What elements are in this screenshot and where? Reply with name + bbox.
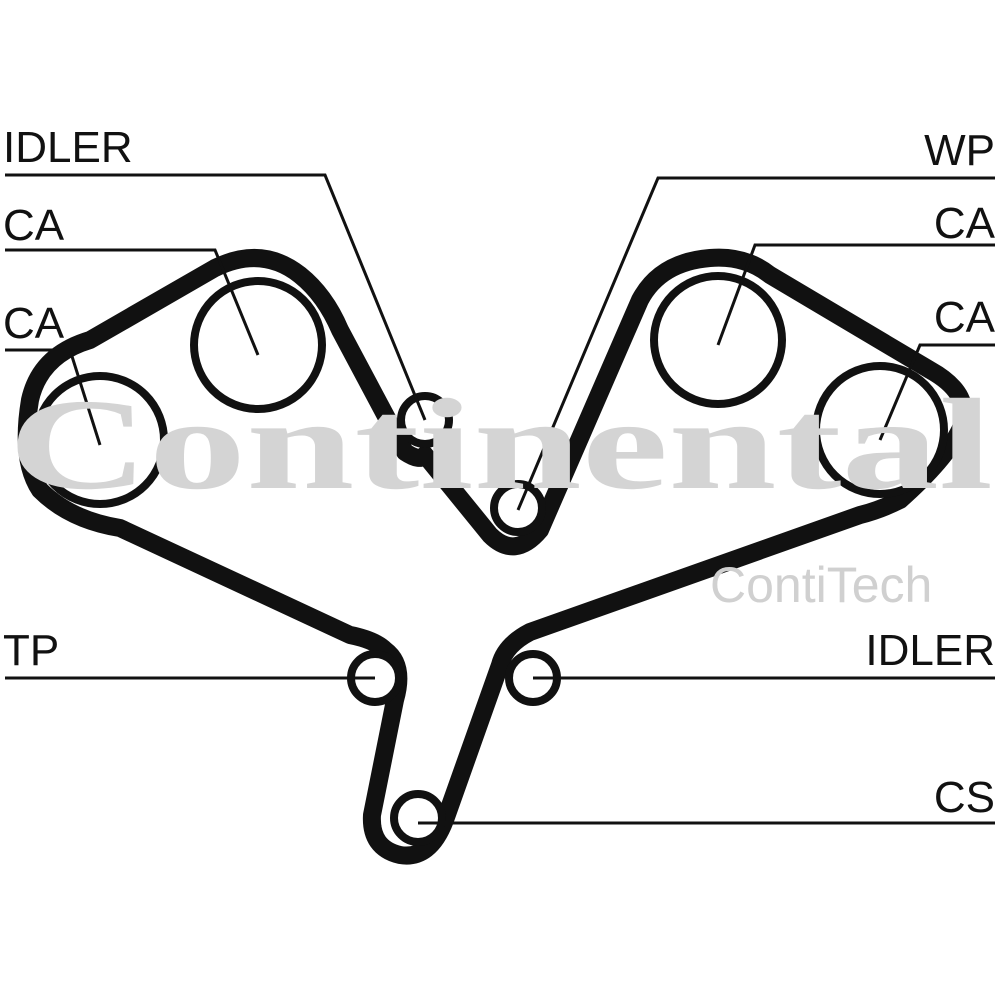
label-tp: TP <box>3 626 59 675</box>
label-ca-right: CA <box>934 293 996 342</box>
crankshaft-pulley <box>390 790 446 846</box>
ca-left-top-pulley <box>190 277 326 413</box>
continental-watermark: Continental <box>8 373 993 517</box>
label-idler-bottom: IDLER <box>865 626 995 675</box>
ca-left-leader <box>5 348 102 446</box>
idler-top-leader <box>5 173 427 421</box>
label-wp: WP <box>924 126 995 175</box>
ca-left-top-leader <box>5 248 260 356</box>
ca-right-top-pulley <box>650 272 786 408</box>
ca-right-top-leader <box>716 243 995 346</box>
label-cs: CS <box>934 773 995 822</box>
timing-belt <box>17 248 973 865</box>
contitech-watermark: ContiTech <box>710 557 932 613</box>
wp-leader <box>516 176 995 511</box>
label-ca-left: CA <box>3 299 65 348</box>
label-ca-left-top: CA <box>3 201 65 250</box>
label-idler-top: IDLER <box>3 123 133 172</box>
ca-left-pulley <box>32 372 168 508</box>
ca-right-leader <box>878 343 995 441</box>
label-ca-right-top: CA <box>934 199 996 248</box>
ca-right-pulley <box>812 362 948 498</box>
